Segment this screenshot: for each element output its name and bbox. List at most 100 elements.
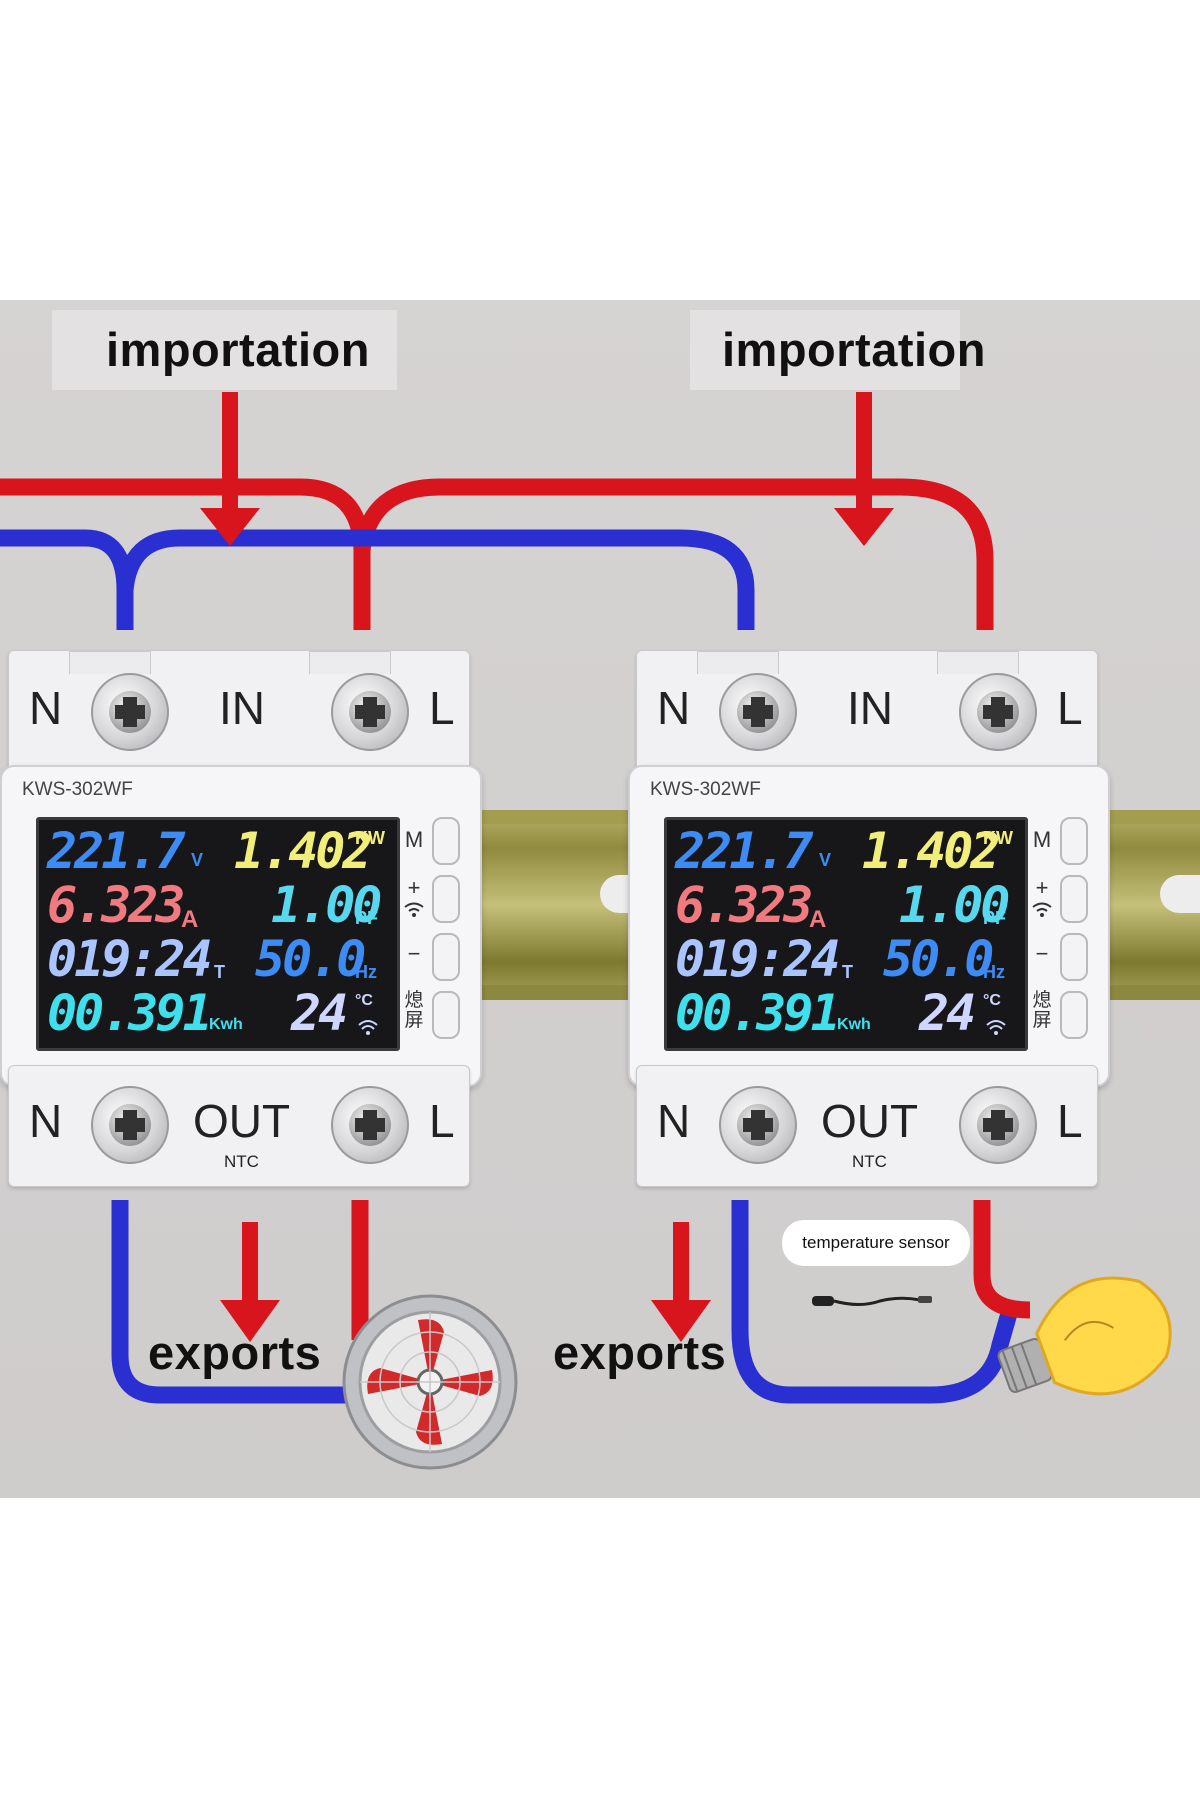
energy-meter-1: N IN L KWS-302WF 221.7 V 1.402 KW 6.323 … [0,630,490,1190]
terminal-label-n: N [29,1095,63,1147]
label-backdrop-right [690,310,960,390]
frequency-value: 50.0 [255,930,366,988]
temperature-value: 24 [919,984,976,1042]
export-label-right: exports [553,1326,727,1379]
temperature-unit: °C [355,992,373,1009]
screw-icon [719,673,797,751]
power-value: 1.402 [234,822,373,880]
light-bulb-icon [997,1276,1172,1396]
current-unit: A [181,906,199,933]
minus-button-label: − [407,941,421,966]
wiring-diagram [0,392,1172,1470]
minus-button[interactable] [1060,933,1088,981]
terminal-tab [697,651,779,674]
neutral-wire-output-2 [731,1200,1019,1404]
energy-unit: Kwh [837,1016,871,1033]
frequency-value: 50.0 [883,930,994,988]
import-arrow-right [834,392,894,546]
power-value: 1.402 [862,822,1001,880]
voltage-value: 221.7 [675,822,814,880]
power-unit: KW [355,828,385,848]
terminal-label-ntc: NTC [224,1152,259,1171]
screen-off-button-label: 熄屏 [1032,990,1052,1031]
terminal-tab [69,651,151,674]
plus-button-label: + [1035,875,1049,900]
export-label-left: exports [148,1326,322,1379]
temperature-value: 24 [291,984,348,1042]
voltage-value: 221.7 [47,822,186,880]
fan-icon [342,1294,518,1470]
model-label: KWS-302WF [650,779,761,800]
time-value: 019:24 [47,930,213,988]
mode-button-label: M [404,827,424,852]
lcd-display: 221.7 V 1.402 KW 6.323 A 1.00 PF 019:24 … [36,817,400,1051]
terminal-label-l: L [1057,1095,1083,1147]
live-wire-output-2 [973,1200,1031,1319]
import-label-left: importation [106,323,370,376]
neutral-wire-input-2 [116,529,755,630]
screw-icon [719,1086,797,1164]
plus-button[interactable] [1060,875,1088,923]
label-backdrop-left [52,310,397,390]
terminal-label-l: L [429,1095,455,1147]
plus-button-label: + [407,875,421,900]
wifi-icon [986,1020,1006,1035]
terminal-tab [309,651,391,674]
button-column: M + − 熄屏 [398,815,464,1045]
import-label-right: importation [722,323,986,376]
screen-off-button[interactable] [1060,991,1088,1039]
terminal-label-in: IN [847,682,893,734]
import-arrow-left [200,392,260,546]
meter-body: KWS-302WF 221.7 V 1.402 KW 6.323 A 1.00 … [0,765,482,1087]
terminal-label-n: N [657,682,691,734]
wifi-pair-icon [1032,902,1052,917]
terminal-label-n: N [29,682,63,734]
frequency-unit: Hz [983,962,1005,982]
power-factor-value: 1.00 [271,876,382,934]
terminal-label-in: IN [219,682,265,734]
wifi-icon [358,1020,378,1035]
time-value: 019:24 [675,930,841,988]
minus-button[interactable] [432,933,460,981]
terminal-label-n: N [657,1095,691,1147]
input-terminal-block: N IN L [8,650,470,772]
frequency-unit: Hz [355,962,377,982]
voltage-unit: V [819,850,832,870]
time-unit: T [214,962,225,982]
plus-button[interactable] [432,875,460,923]
power-factor-value: 1.00 [899,876,1010,934]
screw-icon [91,673,169,751]
model-label: KWS-302WF [22,779,133,800]
screw-icon [331,1086,409,1164]
terminal-label-ntc: NTC [852,1152,887,1171]
temperature-unit: °C [983,992,1001,1009]
wifi-pair-icon [404,902,424,917]
screw-icon [331,673,409,751]
energy-unit: Kwh [209,1016,243,1033]
minus-button-label: − [1035,941,1049,966]
screw-icon [959,1086,1037,1164]
current-value: 6.323 [47,876,186,934]
terminal-label-out: OUT [821,1095,919,1147]
neutral-wire-output-1 [111,1200,380,1404]
time-unit: T [842,962,853,982]
power-factor-unit: PF [983,908,1007,928]
energy-value: 00.391 [675,984,841,1042]
screen-off-button[interactable] [432,991,460,1039]
button-column: M + − 熄屏 [1026,815,1092,1045]
mode-button[interactable] [432,817,460,865]
terminal-tab [937,651,1019,674]
terminal-label-l: L [429,682,455,734]
neutral-wire-input [0,529,134,630]
energy-value: 00.391 [47,984,213,1042]
terminal-label-out: OUT [193,1095,291,1147]
terminal-label-l: L [1057,682,1083,734]
installation-scene: importation importation exports exports … [0,300,1200,1498]
live-wire-input-2 [353,478,994,630]
mode-button[interactable] [1060,817,1088,865]
screen-off-button-label: 熄屏 [404,990,424,1031]
energy-meter-2: N IN L KWS-302WF 221.7 V 1.402 KW 6.323 … [628,630,1118,1190]
screw-icon [91,1086,169,1164]
export-arrow-left [220,1222,280,1342]
mode-button-label: M [1032,827,1052,852]
